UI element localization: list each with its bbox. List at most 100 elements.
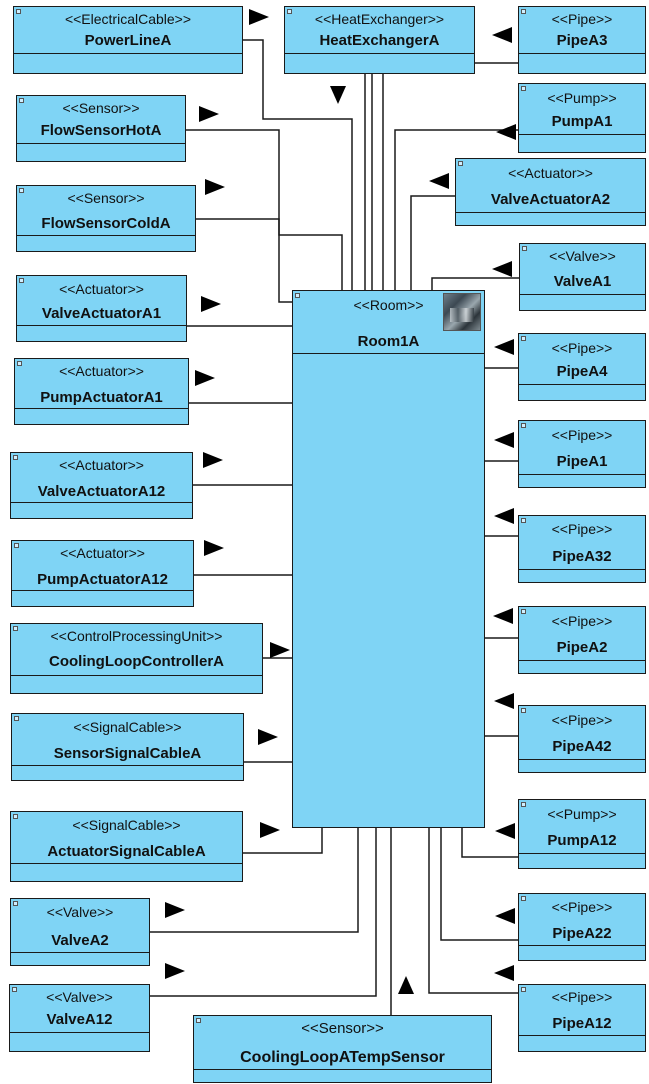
connector-line <box>243 40 352 290</box>
room1a-separator <box>293 353 484 354</box>
block-stereotype: <<ControlProcessingUnit>> <box>11 628 262 644</box>
block-separator <box>11 952 149 953</box>
block-name: FlowSensorColdA <box>17 215 195 232</box>
block-pipea12[interactable]: <<Pipe>> PipeA12 <box>518 984 646 1052</box>
block-name: PumpActuatorA1 <box>15 389 188 406</box>
block-pipea3[interactable]: <<Pipe>> PipeA3 <box>518 6 646 74</box>
block-name: ValveA12 <box>10 1011 149 1028</box>
block-separator <box>14 53 242 54</box>
block-separator <box>15 408 188 409</box>
block-separator <box>519 474 645 475</box>
block-name: PipeA32 <box>519 548 645 565</box>
block-name: SensorSignalCableA <box>12 745 243 762</box>
room1a-name: Room1A <box>293 333 484 350</box>
arrow-left-icon <box>495 908 515 924</box>
block-stereotype: <<Pipe>> <box>519 712 645 728</box>
connector-line <box>186 130 342 290</box>
block-pipea2[interactable]: <<Pipe>> PipeA2 <box>518 606 646 674</box>
block-separator <box>11 675 262 676</box>
block-flowsensorhota[interactable]: <<Sensor>> FlowSensorHotA <box>16 95 186 162</box>
block-name: ActuatorSignalCableA <box>11 843 242 860</box>
arrow-right-icon <box>260 822 280 838</box>
block-name: PipeA4 <box>519 363 645 380</box>
block-separator <box>17 235 195 236</box>
block-separator <box>519 384 645 385</box>
block-name: ValveActuatorA2 <box>456 191 645 208</box>
arrow-left-icon <box>494 432 514 448</box>
block-separator <box>12 590 193 591</box>
block-pumpactuatora1[interactable]: <<Actuator>> PumpActuatorA1 <box>14 358 189 425</box>
block-stereotype: <<Sensor>> <box>194 1020 491 1037</box>
block-name: CoolingLoopControllerA <box>11 653 262 670</box>
block-stereotype: <<Actuator>> <box>11 457 192 473</box>
block-name: FlowSensorHotA <box>17 122 185 139</box>
block-separator <box>17 325 186 326</box>
arrow-right-icon <box>249 9 269 25</box>
block-name: ValveA2 <box>11 932 149 949</box>
block-name: PipeA12 <box>519 1015 645 1032</box>
block-actuatorsignalcablea[interactable]: <<SignalCable>> ActuatorSignalCableA <box>10 811 243 882</box>
block-pipea4[interactable]: <<Pipe>> PipeA4 <box>518 333 646 401</box>
block-valvea2[interactable]: <<Valve>> ValveA2 <box>10 898 150 966</box>
block-valveactuatora2[interactable]: <<Actuator>> ValveActuatorA2 <box>455 158 646 226</box>
block-pipea22[interactable]: <<Pipe>> PipeA22 <box>518 893 646 961</box>
room1a-block[interactable]: <<Room>> Room1A <box>292 290 485 828</box>
block-pipea1[interactable]: <<Pipe>> PipeA1 <box>518 420 646 488</box>
block-separator <box>17 143 185 144</box>
connector-line <box>196 219 292 302</box>
block-separator <box>12 765 243 766</box>
block-pumpa1[interactable]: <<Pump>> PumpA1 <box>518 83 646 153</box>
arrow-right-icon <box>205 179 225 195</box>
block-heatexchangera[interactable]: <<HeatExchanger>> HeatExchangerA <box>284 6 475 74</box>
block-pipea42[interactable]: <<Pipe>> PipeA42 <box>518 705 646 773</box>
block-name: HeatExchangerA <box>285 32 474 49</box>
room-photo-icon <box>443 293 481 331</box>
block-stereotype: <<Sensor>> <box>17 100 185 116</box>
block-stereotype: <<Valve>> <box>11 904 149 920</box>
block-separator <box>285 53 474 54</box>
block-stereotype: <<Pipe>> <box>519 521 645 537</box>
block-sensorsignalcablea[interactable]: <<SignalCable>> SensorSignalCableA <box>11 713 244 781</box>
arrow-right-icon <box>204 540 224 556</box>
block-pumpa12[interactable]: <<Pump>> PumpA12 <box>518 799 646 869</box>
block-stereotype: <<Actuator>> <box>456 165 645 181</box>
block-separator <box>456 212 645 213</box>
block-pipea32[interactable]: <<Pipe>> PipeA32 <box>518 515 646 583</box>
block-stereotype: <<Pipe>> <box>519 427 645 443</box>
block-coolingloopcontrollera[interactable]: <<ControlProcessingUnit>> CoolingLoopCon… <box>10 623 263 694</box>
block-stereotype: <<Pump>> <box>519 90 645 106</box>
block-name: PumpA1 <box>519 113 645 130</box>
block-stereotype: <<HeatExchanger>> <box>285 11 474 27</box>
block-separator <box>519 569 645 570</box>
block-separator <box>519 759 645 760</box>
block-valvea12[interactable]: <<Valve>> ValveA12 <box>9 984 150 1052</box>
block-separator <box>10 1032 149 1033</box>
block-pumpactuatora12[interactable]: <<Actuator>> PumpActuatorA12 <box>11 540 194 607</box>
block-separator <box>11 863 242 864</box>
arrow-right-icon <box>165 902 185 918</box>
block-separator <box>519 660 645 661</box>
block-name: PowerLineA <box>14 32 242 49</box>
block-valveactuatora12[interactable]: <<Actuator>> ValveActuatorA12 <box>10 452 193 519</box>
arrow-right-icon <box>258 729 278 745</box>
block-flowsensorcolda[interactable]: <<Sensor>> FlowSensorColdA <box>16 185 196 252</box>
block-stereotype: <<Pipe>> <box>519 11 645 27</box>
block-stereotype: <<Pipe>> <box>519 989 645 1005</box>
block-stereotype: <<SignalCable>> <box>12 719 243 735</box>
block-separator <box>520 294 645 295</box>
block-valvea1[interactable]: <<Valve>> ValveA1 <box>519 243 646 311</box>
block-stereotype: <<Pipe>> <box>519 899 645 915</box>
block-powerlinea[interactable]: <<ElectricalCable>> PowerLineA <box>13 6 243 74</box>
arrow-down-icon <box>330 86 346 104</box>
block-name: CoolingLoopATempSensor <box>194 1049 491 1067</box>
block-stereotype: <<Actuator>> <box>15 363 188 379</box>
block-stereotype: <<Valve>> <box>520 248 645 264</box>
block-name: ValveA1 <box>520 273 645 290</box>
block-coolingloopatempsensor[interactable]: <<Sensor>> CoolingLoopATempSensor <box>193 1015 492 1083</box>
arrow-left-icon <box>492 261 512 277</box>
block-valveactuatora1[interactable]: <<Actuator>> ValveActuatorA1 <box>16 275 187 342</box>
block-separator <box>519 945 645 946</box>
connector-line <box>411 196 455 290</box>
arrow-right-icon <box>203 452 223 468</box>
arrow-left-icon <box>494 508 514 524</box>
